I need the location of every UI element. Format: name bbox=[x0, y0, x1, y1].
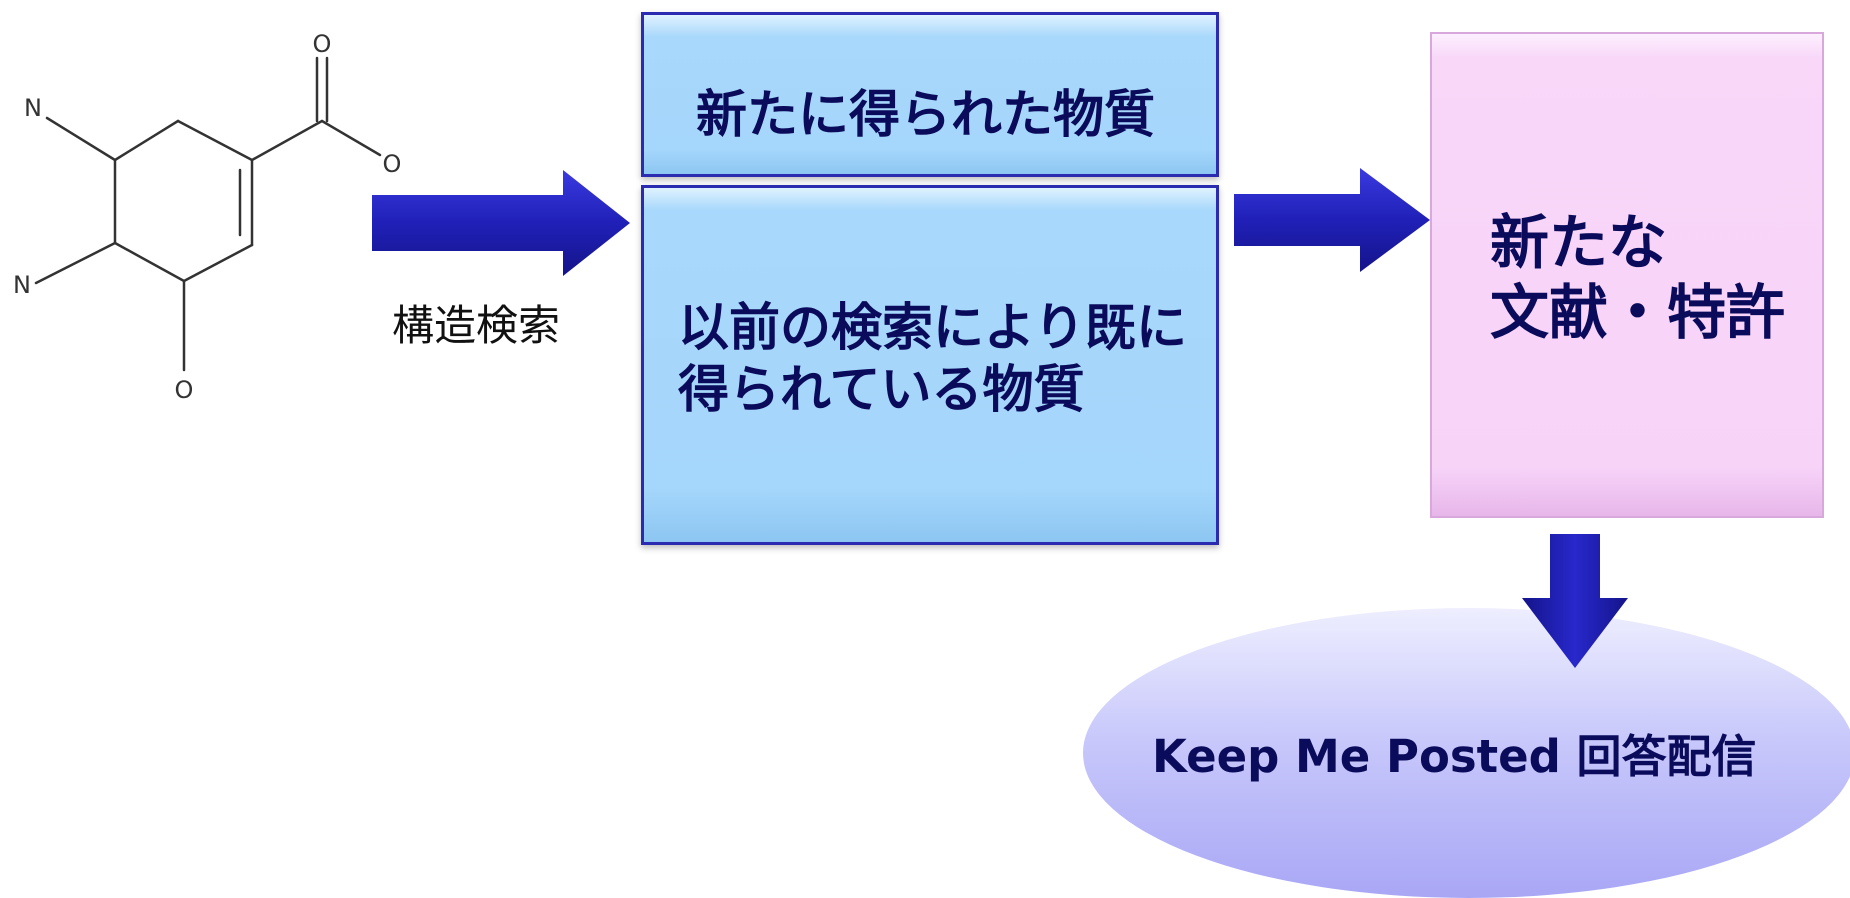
bond-c1-c2 bbox=[113, 119, 180, 162]
bond-c5-c6 bbox=[113, 241, 186, 283]
atom-label-n-top: N bbox=[24, 94, 42, 122]
bond-c4-c5 bbox=[182, 243, 254, 283]
chemical-structure: N N O O O bbox=[13, 30, 400, 404]
new-literature-line-1: 新たな bbox=[1490, 208, 1668, 277]
bond-c6-n bbox=[34, 241, 117, 285]
new-literature-line-2: 文献・特許 bbox=[1490, 278, 1786, 347]
bond-c2-c3 bbox=[176, 119, 254, 162]
atom-label-o-ester: O bbox=[383, 150, 400, 178]
previous-substances-line-2: 得られている物質 bbox=[678, 361, 1085, 420]
arrow-right-icon bbox=[372, 170, 630, 276]
atom-label-o-carbonyl: O bbox=[313, 30, 332, 58]
keep-me-posted-label: Keep Me Posted 回答配信 bbox=[1152, 730, 1757, 783]
bond-c1-n bbox=[45, 116, 117, 162]
arrow-right-icon bbox=[1234, 168, 1430, 272]
new-substances-box: 新たに得られた物質 bbox=[641, 12, 1219, 177]
arrow-down-icon bbox=[1522, 534, 1628, 668]
new-literature-box: 新たな 文献・特許 bbox=[1430, 32, 1824, 518]
keep-me-posted-ellipse bbox=[1083, 608, 1850, 898]
new-substances-label: 新たに得られた物質 bbox=[696, 86, 1156, 145]
atom-label-o-hydroxyl: O bbox=[175, 376, 194, 404]
bond-c3-cooc bbox=[250, 119, 324, 162]
bond-ester-o bbox=[320, 119, 382, 157]
previous-substances-box: 以前の検索により既に 得られている物質 bbox=[641, 185, 1219, 545]
structure-search-label: 構造検索 bbox=[392, 301, 561, 350]
previous-substances-line-1: 以前の検索により既に bbox=[678, 299, 1187, 358]
atom-label-n-bottom: N bbox=[13, 271, 31, 299]
